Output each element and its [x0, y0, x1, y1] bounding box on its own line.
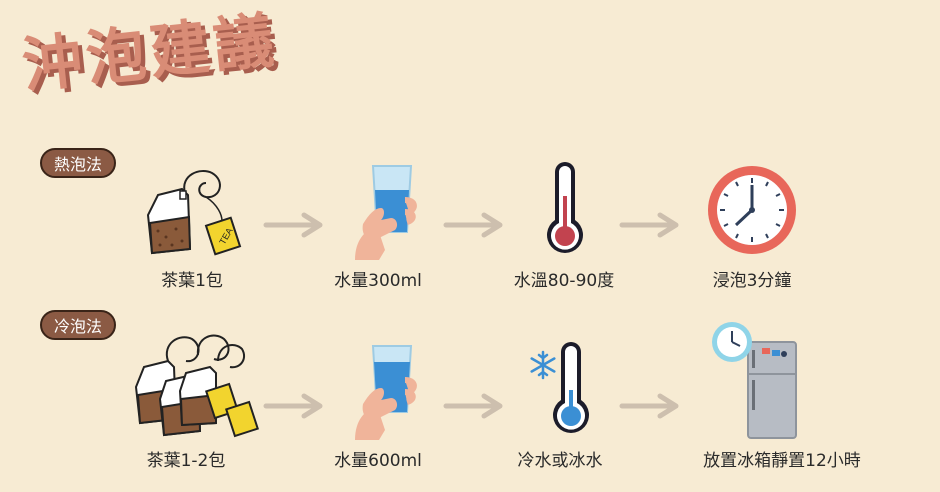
cold-step-3-label: 冷水或冰水 [517, 451, 603, 471]
cold-step-4-label: 放置冰箱靜置12小時 [703, 451, 861, 471]
refrigerator-icon [712, 322, 797, 439]
cold-step-1-label: 茶葉1-2包 [146, 451, 226, 471]
arrow-right-icon [619, 212, 679, 238]
water-glass-icon [355, 165, 417, 260]
page-title: 沖泡建議 [18, 5, 281, 102]
cold-method-badge: 冷泡法 [40, 310, 116, 340]
clock-icon [708, 166, 796, 254]
arrow-right-icon [443, 393, 503, 419]
arrow-right-icon [263, 393, 323, 419]
water-glass-icon [355, 345, 417, 440]
arrow-right-icon [263, 212, 323, 238]
arrow-right-icon [443, 212, 503, 238]
hot-step-3-label: 水溫80-90度 [513, 271, 615, 291]
hot-step-4-label: 浸泡3分鐘 [712, 271, 792, 291]
hot-step-1-label: 茶葉1包 [161, 271, 223, 291]
hot-method-badge: 熱泡法 [40, 148, 116, 178]
tea-bag-icon [134, 334, 259, 438]
thermometer-icon [547, 162, 583, 253]
thermometer-icon [553, 342, 589, 433]
tea-bag-icon: TEA [146, 170, 242, 256]
snowflake-icon [530, 350, 556, 380]
hot-step-2-label: 水量300ml [334, 271, 422, 291]
cold-step-2-label: 水量600ml [334, 451, 422, 471]
arrow-right-icon [619, 393, 679, 419]
